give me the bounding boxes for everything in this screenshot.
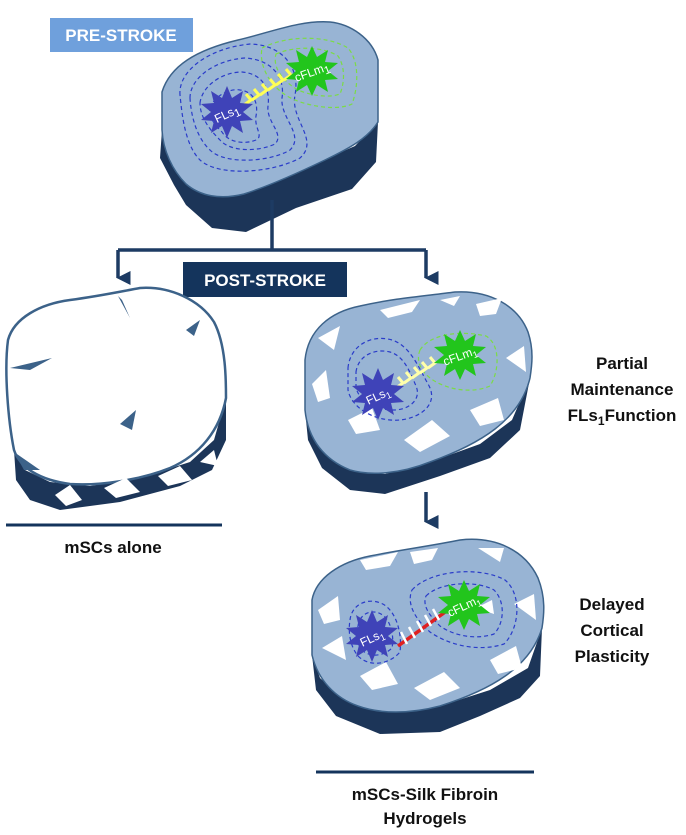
- outcome-2-line2: Cortical: [580, 621, 643, 640]
- cflm-star-pre: [286, 46, 338, 96]
- fls-contours-bottom: [348, 600, 402, 664]
- caption-left: mSCs alone: [64, 538, 161, 557]
- post-stroke-badge: [183, 262, 347, 297]
- cflm-contours-pre: [260, 37, 358, 109]
- brain-pre-stroke: cFLm1 FLs1: [160, 21, 379, 232]
- fls-contours-pre: [179, 43, 308, 172]
- blocked-link-ticks: [399, 608, 441, 645]
- brain-mscs-alone: [5, 286, 228, 510]
- brain-partial-maintenance: cFLm1 FLs1: [304, 291, 533, 494]
- brain-silk-fibroin: cFLm1 FLs1: [311, 538, 545, 734]
- cflm-star-bottom: [438, 580, 490, 630]
- brain-left-cracks: [10, 296, 200, 470]
- caption-right-line2: Hydrogels: [383, 809, 466, 828]
- brain-mid-lesions: [312, 296, 526, 452]
- branch-arrows: [116, 200, 439, 529]
- fls-star-pre: [201, 86, 253, 138]
- brain-left-top: [5, 286, 228, 486]
- cflm-contours-bottom: [409, 571, 518, 649]
- activation-chevrons-mid: [395, 356, 438, 390]
- brain-mid-side: [305, 378, 530, 494]
- cflm-star-mid: [434, 330, 486, 380]
- fls-star-bottom: [346, 610, 398, 662]
- outcome-1-line1: Partial: [596, 354, 648, 373]
- brain-bottom-lesions: [318, 548, 536, 700]
- outcome-2-line1: Delayed: [579, 595, 644, 614]
- outcome-1-line2: Maintenance: [571, 380, 674, 399]
- outcome-2-line3: Plasticity: [575, 647, 650, 666]
- outcome-1-line3: FLs1Function: [568, 406, 677, 428]
- post-stroke-label: POST-STROKE: [204, 271, 326, 290]
- brain-left-lesions: [55, 450, 218, 506]
- caption-right-line1: mSCs-Silk Fibroin: [352, 785, 498, 804]
- brain-pre-side: [160, 122, 378, 232]
- pre-stroke-label: PRE-STROKE: [65, 26, 176, 45]
- pre-stroke-badge: [50, 18, 193, 52]
- fls-star-mid: [352, 368, 404, 420]
